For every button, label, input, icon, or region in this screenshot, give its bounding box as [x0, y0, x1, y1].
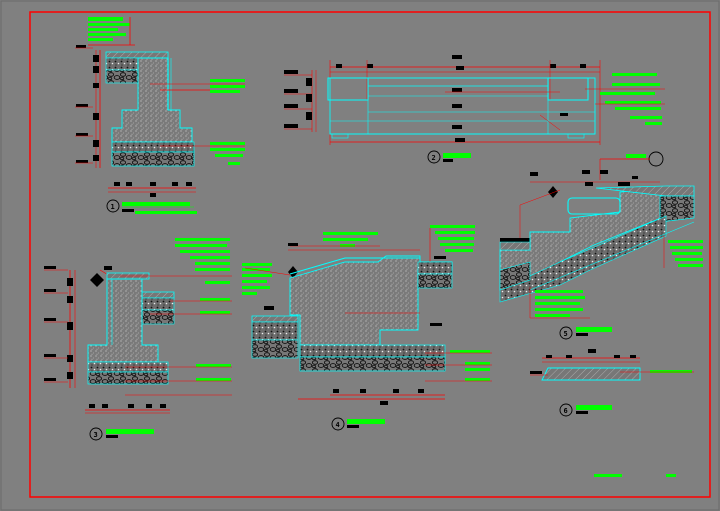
detail-marker-1: 1 — [106, 199, 197, 214]
detail-1-top-notes — [88, 17, 135, 46]
detail-3-section — [44, 238, 232, 414]
detail-marker-3-label: 3 — [94, 431, 98, 439]
detail-marker-2: 2 — [427, 150, 471, 164]
detail-marker-5: 5 — [559, 326, 612, 340]
detail-marker-4-label: 4 — [336, 421, 340, 429]
detail-4-section — [242, 225, 492, 405]
detail-marker-6-label: 6 — [564, 407, 568, 415]
detail-marker-1-label: 1 — [111, 203, 115, 211]
detail-marker-3: 3 — [89, 427, 154, 441]
title-block-marks — [594, 474, 676, 477]
detail-marker-6: 6 — [559, 403, 612, 417]
detail-marker-5-label: 5 — [564, 330, 568, 338]
detail-5-slope-section — [499, 151, 703, 319]
detail-marker-4: 4 — [331, 417, 385, 431]
sheet-frame — [29, 11, 711, 498]
detail-2-elevation — [284, 55, 665, 145]
detail-6-slab-section — [530, 349, 694, 381]
detail-1-section — [75, 17, 245, 197]
detail-marker-2-label: 2 — [432, 154, 436, 162]
